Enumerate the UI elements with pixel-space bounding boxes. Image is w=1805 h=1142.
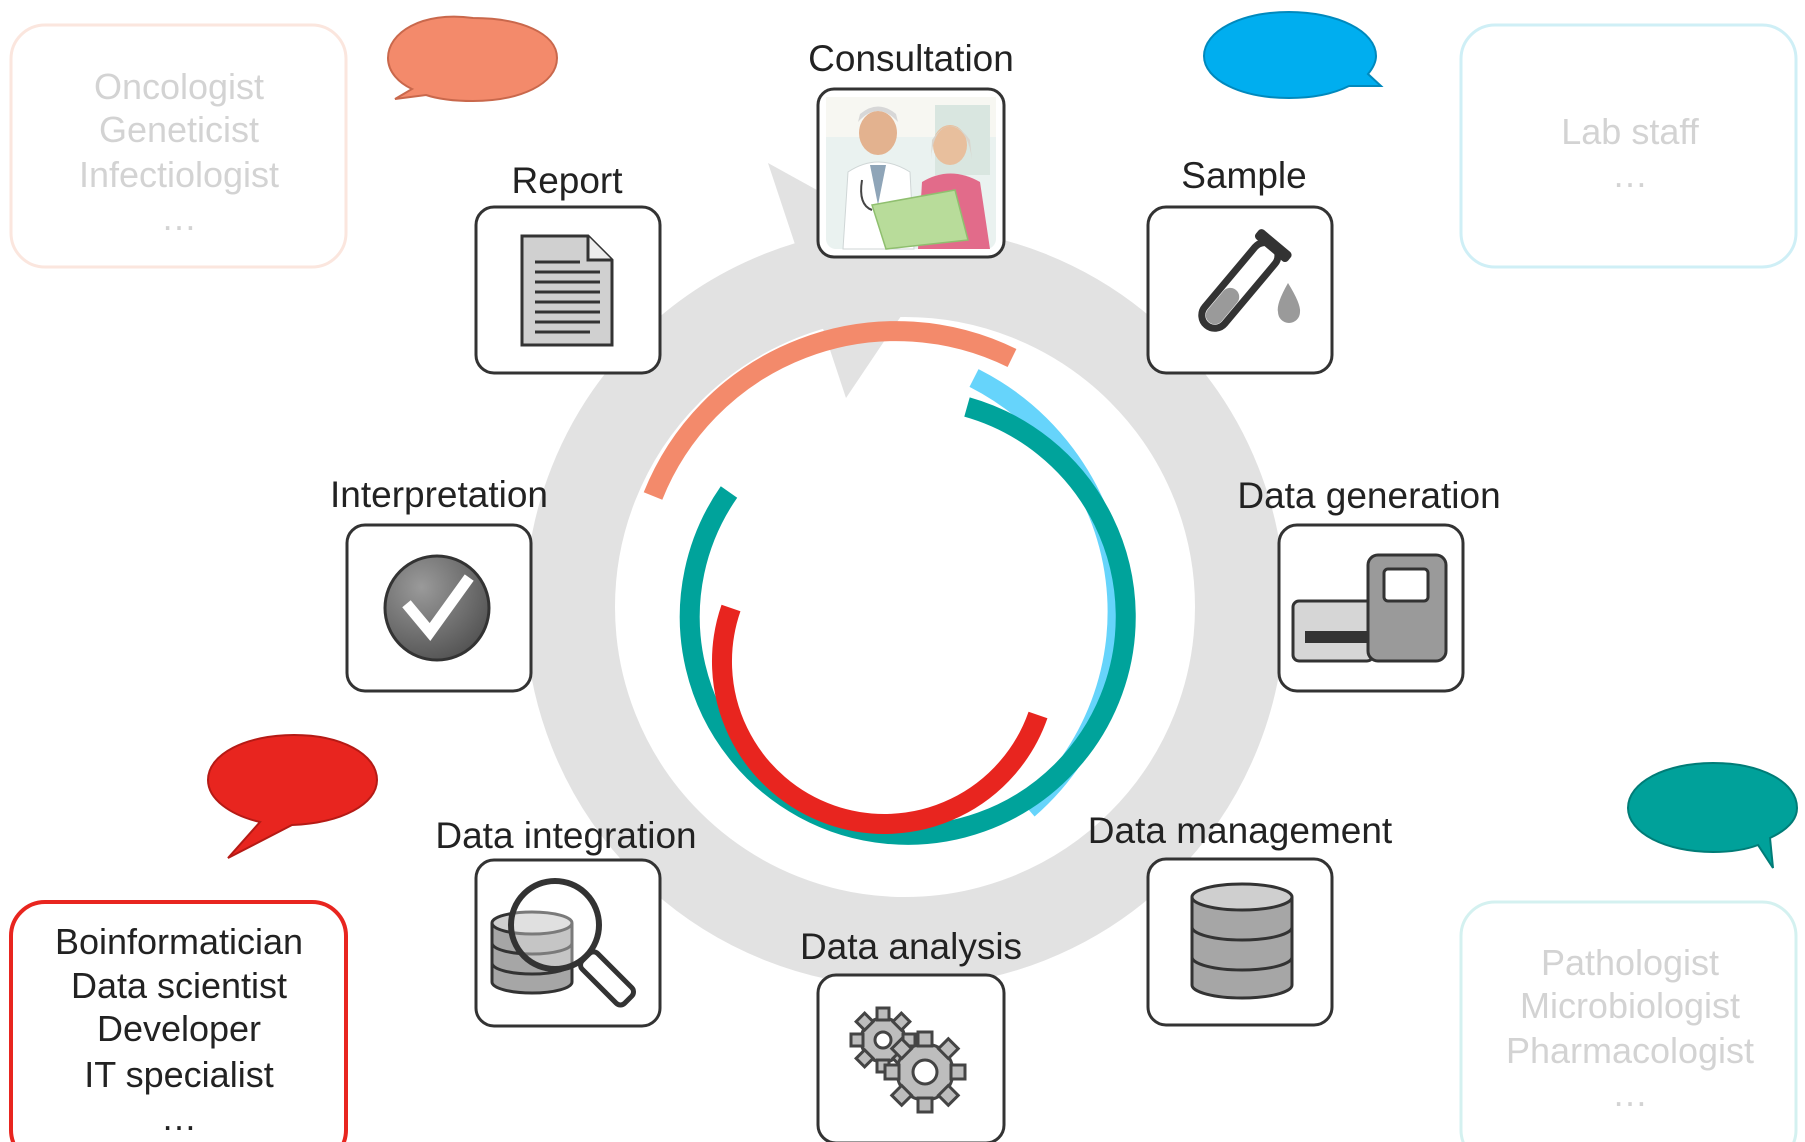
- specialists-speech-bubble: [1626, 761, 1799, 869]
- specialists-line-2: Microbiologist: [1520, 985, 1740, 1026]
- clinicians-line-4: …: [161, 197, 197, 238]
- specialists-line-4: …: [1612, 1073, 1648, 1114]
- search-database-icon: [490, 878, 637, 1008]
- database-icon: [1190, 882, 1294, 1000]
- informatics-box: [9, 900, 348, 1142]
- sequencer-icon: [1291, 553, 1448, 663]
- clinicians-line-2: Geneticist: [99, 109, 259, 150]
- specialists-box: [1459, 900, 1798, 1142]
- test-tube-icon: [1198, 229, 1301, 332]
- lab-speech-bubble: [1202, 10, 1384, 100]
- arc-specialists: [679, 397, 1136, 845]
- step-label-sample: Sample: [1181, 155, 1306, 196]
- document-icon: [520, 234, 614, 347]
- step-label-report: Report: [511, 160, 623, 201]
- step-label-data-integration: Data integration: [435, 815, 696, 856]
- step-data-analysis: Data analysis: [800, 926, 1022, 1142]
- doctor-patient-photo: [826, 97, 996, 250]
- group-lab: Lab staff …: [1202, 10, 1798, 269]
- specialists-line-1: Pathologist: [1541, 942, 1719, 983]
- clinicians-line-1: Oncologist: [94, 66, 264, 107]
- group-clinicians: Oncologist Geneticist Infectiologist …: [9, 15, 559, 269]
- informatics-line-3: Developer: [97, 1008, 261, 1049]
- clinicians-box: [9, 23, 348, 269]
- step-data-integration: Data integration: [435, 815, 697, 1028]
- step-label-data-generation: Data generation: [1237, 475, 1500, 516]
- informatics-line-2: Data scientist: [71, 965, 287, 1006]
- step-label-interpretation: Interpretation: [330, 474, 548, 515]
- informatics-line-1: Boinformatician: [55, 921, 303, 962]
- clinicians-speech-bubble: [386, 15, 559, 103]
- clinicians-line-3: Infectiologist: [79, 154, 279, 195]
- step-sample: Sample: [1146, 155, 1334, 375]
- step-data-management: Data management: [1088, 810, 1393, 1027]
- checkmark-icon: [383, 554, 491, 662]
- informatics-speech-bubble: [206, 733, 379, 859]
- step-label-data-management: Data management: [1088, 810, 1393, 851]
- step-report: Report: [474, 160, 662, 375]
- step-label-consultation: Consultation: [808, 38, 1014, 79]
- specialists-line-3: Pharmacologist: [1506, 1030, 1754, 1071]
- lab-line-2: …: [1612, 154, 1648, 195]
- arc-clinicians: [643, 321, 1017, 500]
- gears-icon: [849, 1006, 967, 1114]
- informatics-line-4: IT specialist: [84, 1054, 273, 1095]
- cycle-arrow-head: [768, 163, 940, 398]
- step-label-data-analysis: Data analysis: [800, 926, 1022, 967]
- lab-line-1: Lab staff: [1561, 111, 1699, 152]
- lab-box: [1459, 23, 1798, 269]
- group-informatics: Boinformatician Data scientist Developer…: [9, 733, 379, 1142]
- informatics-line-5: …: [161, 1097, 197, 1138]
- step-interpretation: Interpretation: [330, 474, 548, 693]
- arc-informatics: [711, 604, 1048, 835]
- step-data-generation: Data generation: [1237, 475, 1501, 693]
- step-consultation: Consultation: [808, 38, 1014, 259]
- group-specialists: Pathologist Microbiologist Pharmacologis…: [1459, 761, 1799, 1142]
